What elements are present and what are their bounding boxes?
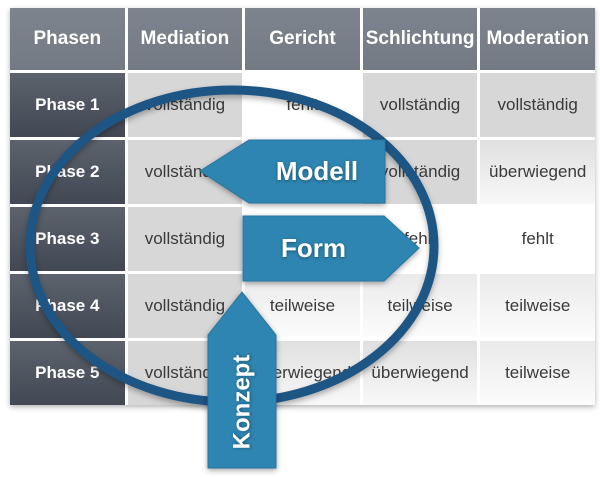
table-cell: überwiegend: [362, 341, 478, 405]
table-cell: vollständig: [480, 73, 595, 137]
table-cell: vollständig: [127, 73, 243, 137]
table-cell: teilweise: [245, 274, 360, 338]
row-label-phase-3: Phase 3: [10, 207, 125, 271]
table-cell: fehlt: [480, 207, 595, 271]
table-cell: [245, 140, 360, 204]
table-cell: überwiegend: [245, 341, 360, 405]
header-cell-moderation: Moderation: [480, 8, 595, 70]
header-cell-mediation: Mediation: [127, 8, 243, 70]
row-label-phase-5: Phase 5: [10, 341, 125, 405]
phases-comparison-table: Phasen Mediation Gericht Schlichtung Mod…: [10, 8, 595, 405]
table-cell: fehlt: [245, 73, 360, 137]
table-cell: teilweise: [362, 274, 478, 338]
table-cell: vollständig: [127, 207, 243, 271]
table-cell: vollständig: [127, 140, 243, 204]
table-cell: vollständig: [127, 274, 243, 338]
table-cell: teilweise: [480, 341, 595, 405]
table-cell: vollständig: [127, 341, 243, 405]
header-cell-gericht: Gericht: [245, 8, 360, 70]
table-cell: fehlt: [362, 207, 478, 271]
row-label-phase-2: Phase 2: [10, 140, 125, 204]
table-cell: [245, 207, 360, 271]
row-label-phase-1: Phase 1: [10, 73, 125, 137]
table-cell: vollständig: [362, 140, 478, 204]
row-label-phase-4: Phase 4: [10, 274, 125, 338]
table-cell: teilweise: [480, 274, 595, 338]
table-cell: vollständig: [362, 73, 478, 137]
table-cell: überwiegend: [480, 140, 595, 204]
header-cell-phasen: Phasen: [10, 8, 125, 70]
header-cell-schlichtung: Schlichtung: [362, 8, 478, 70]
